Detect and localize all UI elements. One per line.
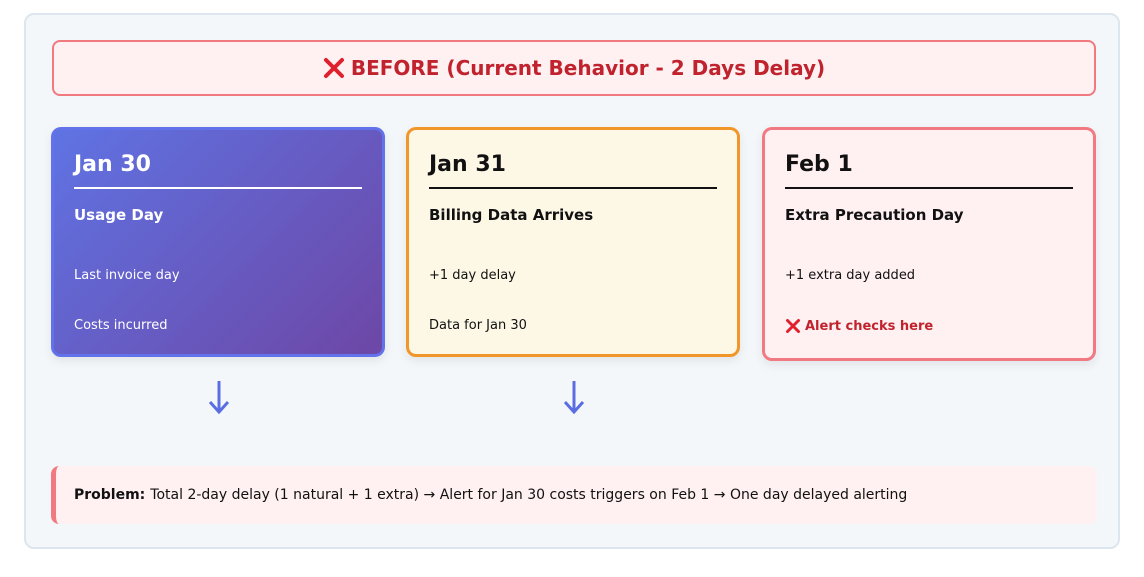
problem-callout: Problem: Total 2-day delay (1 natural + … bbox=[51, 466, 1097, 524]
before-banner: BEFORE (Current Behavior - 2 Days Delay) bbox=[52, 40, 1096, 96]
card-detail: Data for Jan 30 bbox=[429, 318, 527, 333]
card-detail: Costs incurred bbox=[74, 318, 168, 333]
card-detail: Last invoice day bbox=[74, 268, 180, 283]
cross-mark-icon bbox=[785, 318, 801, 334]
alert-check-line: Alert checks here bbox=[785, 318, 933, 334]
problem-label: Problem: bbox=[74, 487, 146, 503]
alert-check-text: Alert checks here bbox=[805, 318, 934, 334]
card-detail: +1 day delay bbox=[429, 268, 516, 283]
card-date: Feb 1 bbox=[785, 152, 1073, 189]
problem-text: Total 2-day delay (1 natural + 1 extra) … bbox=[150, 487, 908, 503]
card-title: Usage Day bbox=[74, 206, 164, 224]
card-date: Jan 31 bbox=[429, 152, 717, 189]
timeline-card-jan-30: Jan 30 Usage Day Last invoice day Costs … bbox=[51, 127, 385, 357]
down-arrow-icon bbox=[207, 379, 231, 415]
card-title: Extra Precaution Day bbox=[785, 206, 964, 224]
card-date: Jan 30 bbox=[74, 152, 362, 189]
diagram-container: BEFORE (Current Behavior - 2 Days Delay)… bbox=[24, 13, 1120, 549]
banner-text: BEFORE (Current Behavior - 2 Days Delay) bbox=[350, 56, 826, 80]
card-title: Billing Data Arrives bbox=[429, 206, 594, 224]
card-detail: +1 extra day added bbox=[785, 268, 916, 283]
cross-mark-icon bbox=[323, 57, 345, 79]
timeline-card-jan-31: Jan 31 Billing Data Arrives +1 day delay… bbox=[406, 127, 740, 357]
down-arrow-icon bbox=[562, 379, 586, 415]
timeline-card-feb-1: Feb 1 Extra Precaution Day +1 extra day … bbox=[762, 127, 1096, 361]
